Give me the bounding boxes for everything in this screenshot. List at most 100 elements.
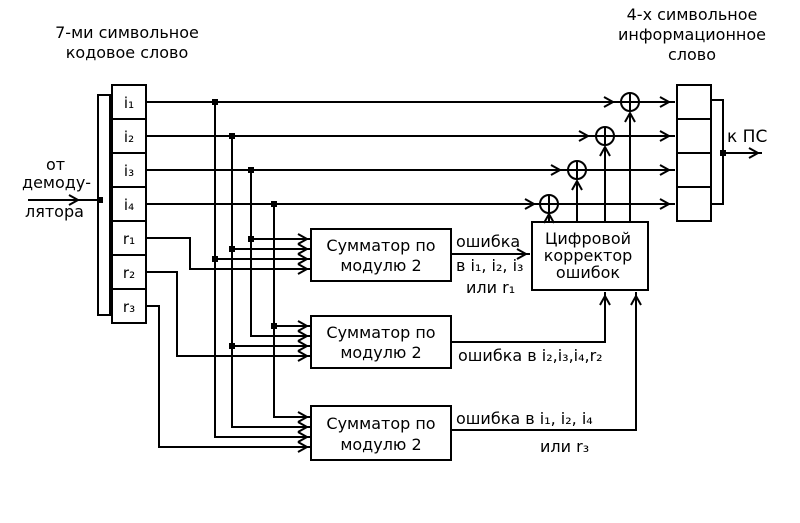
junction-dots bbox=[97, 99, 726, 349]
arrow-right-icon bbox=[297, 320, 310, 332]
title-right-line2: информационное bbox=[618, 25, 766, 44]
corrector-line1: Цифровой bbox=[545, 229, 631, 248]
corrector-box bbox=[531, 221, 649, 291]
xor-adder-3 bbox=[567, 160, 587, 180]
junction-dot bbox=[229, 133, 235, 139]
title-right-line1: 4-х символьное bbox=[627, 5, 758, 24]
xor-adder-1 bbox=[620, 92, 640, 112]
arrow-up-icon bbox=[543, 211, 555, 224]
source-label-line1: от bbox=[46, 155, 65, 174]
summator-3-box bbox=[310, 405, 452, 461]
title-left-line1: 7-ми символьное bbox=[55, 23, 199, 42]
input-cell-i1 bbox=[111, 84, 147, 120]
junction-dot bbox=[271, 323, 277, 329]
s1-error-label-line2: в i₁, i₂, i₃ bbox=[456, 256, 523, 275]
arrow-up-icon bbox=[630, 293, 642, 306]
arrow-right-icon bbox=[297, 350, 310, 362]
output-cell-4 bbox=[676, 186, 712, 222]
wire-r1-to-s1 bbox=[146, 237, 311, 270]
arrow-right-icon bbox=[297, 233, 310, 245]
arrow-right-icon bbox=[297, 431, 310, 443]
arrow-right-icon bbox=[659, 198, 672, 210]
title-left-line2: кодовое слово bbox=[66, 43, 188, 62]
arrow-right-icon bbox=[550, 164, 563, 176]
summator-2-line1: Сумматор по bbox=[326, 323, 435, 342]
wire-i2-tap bbox=[231, 136, 311, 428]
arrow-right-icon bbox=[297, 263, 310, 275]
arrow-right-icon bbox=[297, 253, 310, 265]
cell-label-i2: i₂ bbox=[124, 128, 134, 146]
summator-1-line2: модулю 2 bbox=[340, 256, 421, 275]
arrow-right-icon bbox=[748, 147, 761, 159]
s3-error-label-line1: ошибка в i₁, i₂, i₄ bbox=[456, 409, 593, 428]
arrow-right-icon bbox=[659, 164, 672, 176]
cell-label-r3: r₃ bbox=[123, 298, 135, 316]
output-cell-2 bbox=[676, 118, 712, 154]
arrow-right-icon bbox=[659, 130, 672, 142]
junction-dot bbox=[97, 197, 103, 203]
summator-3-line1: Сумматор по bbox=[326, 414, 435, 433]
input-bus bbox=[97, 94, 111, 316]
s1-error-label-line1: ошибка bbox=[456, 232, 520, 251]
s1-error-label-line3: или r₁ bbox=[466, 278, 515, 297]
corrector-line3: ошибок bbox=[556, 263, 620, 282]
wire-r2-to-s2 bbox=[146, 271, 311, 357]
blocks bbox=[97, 84, 724, 461]
arrowheads bbox=[68, 96, 761, 453]
wires bbox=[28, 101, 762, 448]
s2-error-label: ошибка в i₂,i₃,i₄,r₂ bbox=[458, 346, 603, 365]
wire-s3-to-corrector bbox=[451, 292, 637, 431]
junction-dot bbox=[229, 246, 235, 252]
junction-dot bbox=[271, 201, 277, 207]
xor-adder-2 bbox=[595, 126, 615, 146]
summator-1-line1: Сумматор по bbox=[326, 236, 435, 255]
arrow-right-icon bbox=[297, 330, 310, 342]
arrow-right-icon bbox=[68, 194, 81, 206]
title-right-line3: слово bbox=[668, 45, 716, 64]
junction-dot bbox=[248, 236, 254, 242]
wire-r3-to-s3 bbox=[146, 305, 311, 448]
cell-label-i3: i₃ bbox=[124, 162, 134, 180]
arrow-right-icon bbox=[297, 411, 310, 423]
arrow-right-icon bbox=[578, 130, 591, 142]
junction-dot bbox=[248, 167, 254, 173]
s3-error-label-line2: или r₃ bbox=[540, 437, 589, 456]
arrow-right-icon bbox=[297, 421, 310, 433]
source-label-line3: лятора bbox=[25, 202, 84, 221]
cell-label-r1: r₁ bbox=[123, 230, 135, 248]
wire-s2-to-corrector bbox=[451, 292, 606, 343]
wire-i3-tap bbox=[250, 170, 311, 337]
arrow-up-icon bbox=[599, 293, 611, 306]
junction-dot bbox=[720, 150, 726, 156]
summator-2-box bbox=[310, 315, 452, 369]
arrow-up-icon bbox=[624, 110, 636, 123]
junction-dot bbox=[212, 256, 218, 262]
arrow-right-icon bbox=[659, 96, 672, 108]
arrow-up-icon bbox=[571, 178, 583, 191]
arrow-right-icon bbox=[524, 198, 537, 210]
output-cell-3 bbox=[676, 152, 712, 188]
source-label-line2: демоду- bbox=[22, 173, 91, 192]
summator-3-line2: модулю 2 bbox=[340, 435, 421, 454]
arrow-right-icon bbox=[297, 243, 310, 255]
input-cell-r3 bbox=[111, 288, 147, 324]
output-cell-1 bbox=[676, 84, 712, 120]
xor-adder-4 bbox=[539, 194, 559, 214]
corrector-line2: корректор bbox=[544, 246, 633, 265]
summator-1-box bbox=[310, 228, 452, 282]
cell-label-r2: r₂ bbox=[123, 264, 135, 282]
output-label: к ПС bbox=[727, 127, 767, 147]
arrow-up-icon bbox=[599, 144, 611, 157]
cell-label-i4: i₄ bbox=[124, 196, 134, 214]
summator-2-line2: модулю 2 bbox=[340, 343, 421, 362]
arrow-right-icon bbox=[603, 96, 616, 108]
arrow-right-icon bbox=[516, 248, 529, 260]
arrow-right-icon bbox=[297, 441, 310, 453]
junction-dot bbox=[229, 343, 235, 349]
labels: 7-ми символьное кодовое слово 4-х символ… bbox=[22, 5, 767, 456]
wire-i1-tap bbox=[214, 102, 311, 438]
junction-dot bbox=[212, 99, 218, 105]
cell-label-i1: i₁ bbox=[124, 94, 134, 112]
